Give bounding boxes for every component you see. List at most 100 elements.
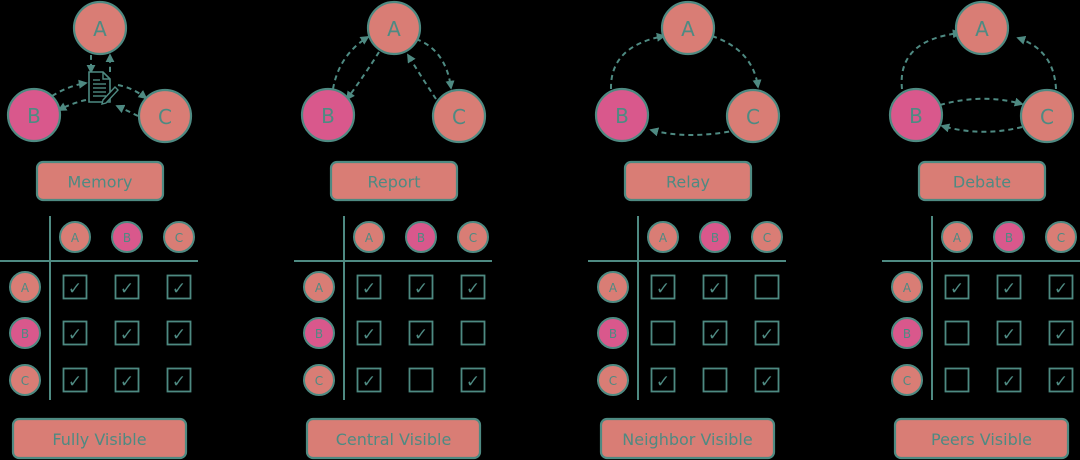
check-icon: ✓ bbox=[760, 325, 774, 345]
check-icon: ✓ bbox=[760, 372, 774, 392]
column-header-c: C bbox=[457, 221, 489, 253]
node-b: B bbox=[300, 87, 356, 143]
svg-text:C: C bbox=[609, 374, 617, 388]
svg-text:A: A bbox=[71, 231, 80, 245]
checkbox-checked: ✓ bbox=[944, 274, 970, 300]
node-c: C bbox=[431, 88, 487, 144]
checkbox-unchecked bbox=[754, 274, 780, 300]
edge-a-to-b bbox=[345, 51, 380, 101]
checkbox-checked: ✓ bbox=[1048, 367, 1074, 393]
node-label: B bbox=[909, 104, 923, 128]
node-a: A bbox=[660, 0, 716, 56]
node-b: B bbox=[6, 87, 62, 143]
row-header-a: A bbox=[9, 271, 41, 303]
svg-text:B: B bbox=[609, 327, 617, 341]
check-icon: ✓ bbox=[362, 279, 376, 299]
check-icon: ✓ bbox=[466, 372, 480, 392]
node-a: A bbox=[366, 0, 422, 56]
svg-text:A: A bbox=[609, 281, 618, 295]
check-icon: ✓ bbox=[362, 325, 376, 345]
svg-text:C: C bbox=[903, 374, 911, 388]
checkbox-checked: ✓ bbox=[650, 274, 676, 300]
edge-memory-to-b bbox=[57, 99, 87, 111]
checkbox-checked: ✓ bbox=[460, 367, 486, 393]
visibility-label: Fully Visible bbox=[11, 417, 188, 460]
check-icon: ✓ bbox=[1002, 279, 1016, 299]
topology-label: Report bbox=[329, 160, 459, 202]
checkbox-checked: ✓ bbox=[114, 367, 140, 393]
node-c: C bbox=[137, 88, 193, 144]
topology-label: Memory bbox=[35, 160, 165, 202]
svg-text:C: C bbox=[175, 231, 183, 245]
row-header-c: C bbox=[891, 364, 923, 396]
checkbox-unchecked bbox=[650, 320, 676, 346]
node-label: C bbox=[746, 105, 760, 129]
checkbox-checked: ✓ bbox=[62, 320, 88, 346]
check-icon: ✓ bbox=[120, 325, 134, 345]
checkbox-unchecked bbox=[460, 320, 486, 346]
svg-text:A: A bbox=[953, 231, 962, 245]
check-icon: ✓ bbox=[172, 279, 186, 299]
visibility-label-text: Peers Visible bbox=[931, 430, 1032, 449]
check-icon: ✓ bbox=[1054, 325, 1068, 345]
edge-b-to-a bbox=[332, 36, 370, 90]
checkbox-checked: ✓ bbox=[356, 274, 382, 300]
check-icon: ✓ bbox=[362, 372, 376, 392]
visibility-label: Neighbor Visible bbox=[599, 417, 776, 460]
topology-label-text: Relay bbox=[666, 173, 710, 192]
column-header-a: A bbox=[59, 221, 91, 253]
topology-label-text: Debate bbox=[953, 173, 1011, 192]
svg-text:C: C bbox=[1057, 231, 1065, 245]
row-header-c: C bbox=[303, 364, 335, 396]
node-label: C bbox=[1040, 105, 1054, 129]
svg-text:B: B bbox=[1005, 231, 1013, 245]
checkbox-checked: ✓ bbox=[1048, 320, 1074, 346]
checkbox-checked: ✓ bbox=[702, 320, 728, 346]
edge-a-to-c bbox=[415, 38, 455, 90]
check-icon: ✓ bbox=[656, 279, 670, 299]
svg-text:C: C bbox=[469, 231, 477, 245]
node-label: B bbox=[321, 104, 335, 128]
svg-text:C: C bbox=[763, 231, 771, 245]
column-header-b: B bbox=[699, 221, 731, 253]
checkbox-checked: ✓ bbox=[702, 274, 728, 300]
row-header-b: B bbox=[9, 317, 41, 349]
checkbox-checked: ✓ bbox=[408, 274, 434, 300]
checkbox-unchecked bbox=[944, 367, 970, 393]
topology-label: Relay bbox=[623, 160, 753, 202]
check-icon: ✓ bbox=[1002, 372, 1016, 392]
checkbox-checked: ✓ bbox=[356, 320, 382, 346]
svg-text:A: A bbox=[315, 281, 324, 295]
visibility-label-text: Central Visible bbox=[336, 430, 452, 449]
visibility-label-text: Neighbor Visible bbox=[622, 430, 752, 449]
edges bbox=[332, 36, 455, 101]
edge-c-to-b bbox=[940, 123, 1023, 133]
check-icon: ✓ bbox=[656, 372, 670, 392]
edge-b-to-a bbox=[900, 29, 962, 90]
svg-text:C: C bbox=[21, 374, 29, 388]
column-header-a: A bbox=[647, 221, 679, 253]
node-a: A bbox=[72, 0, 128, 56]
svg-text:C: C bbox=[315, 374, 323, 388]
edges bbox=[51, 53, 148, 117]
row-header-a: A bbox=[891, 271, 923, 303]
row-header-a: A bbox=[597, 271, 629, 303]
edge-b-to-a bbox=[609, 32, 666, 90]
check-icon: ✓ bbox=[1054, 279, 1068, 299]
check-icon: ✓ bbox=[172, 325, 186, 345]
edge-b-to-memory bbox=[51, 79, 88, 97]
column-header-c: C bbox=[163, 221, 195, 253]
check-icon: ✓ bbox=[68, 325, 82, 345]
row-header-c: C bbox=[597, 364, 629, 396]
visibility-label: Peers Visible bbox=[893, 417, 1070, 460]
row-header-b: B bbox=[891, 317, 923, 349]
checkbox-checked: ✓ bbox=[996, 320, 1022, 346]
node-label: C bbox=[452, 105, 466, 129]
